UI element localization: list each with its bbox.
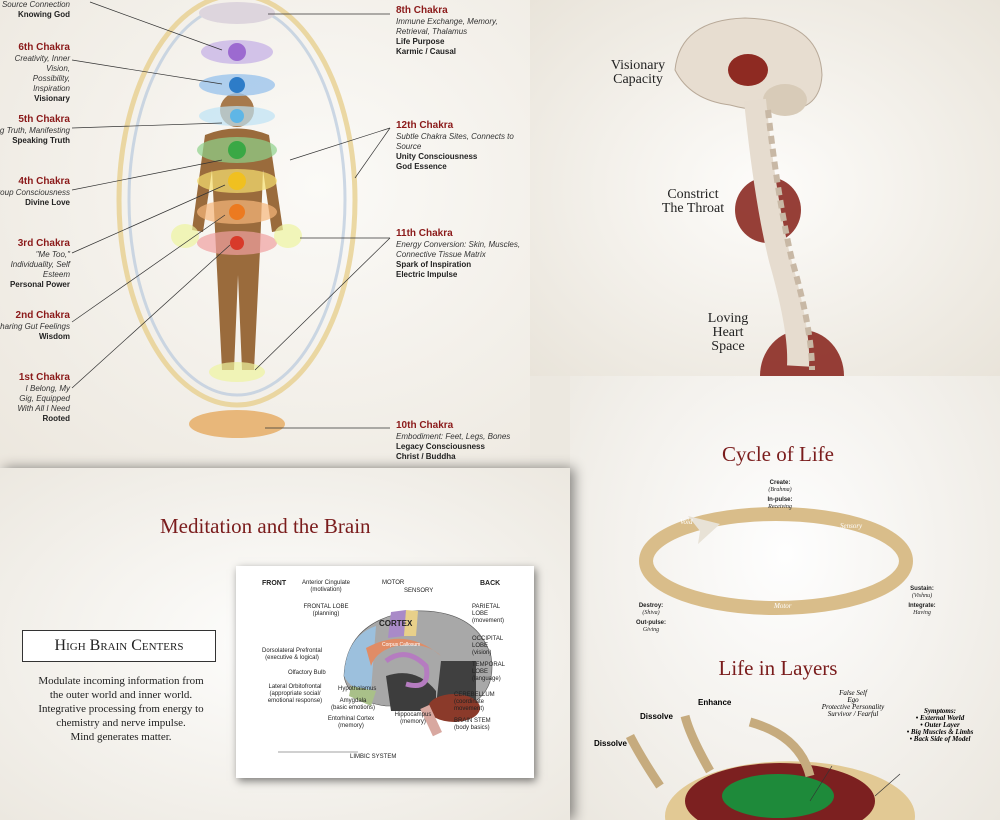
core-layer	[722, 774, 834, 818]
cycle-layers-panel: Cycle of Life Create:(Brahma)In-pulse:Re…	[570, 376, 1000, 820]
spine-panel: Visionary Capacity Constrict The Throat …	[530, 0, 1000, 376]
chakra-figure	[71, 0, 391, 438]
layers-title: Life in Layers	[718, 656, 838, 680]
chakra-label-3rd: 3rd Chakra"Me Too," Individuality, Self …	[9, 238, 70, 289]
cycle-title: Cycle of Life	[722, 442, 834, 466]
label-corpus-callosum: Corpus Callosum	[382, 642, 421, 648]
label-constrict-throat: Constrict The Throat	[661, 187, 725, 216]
label-anterior-cingulate: Anterior Cingulate(motivation)	[301, 580, 351, 593]
label-temporal: TEMPORAL LOBE(language)	[472, 662, 505, 682]
label-dorsolateral: Dorsolateral Prefrontal(executive & logi…	[261, 648, 323, 661]
label-cerebellum: CEREBELLUM(coordinate movement)	[454, 692, 495, 712]
arc-void: Void	[680, 518, 693, 526]
label-cortex: CORTEX	[379, 619, 413, 628]
label-visionary-capacity: Visionary Capacity	[610, 58, 666, 87]
label-entorhinal: Entorhinal Cortex(memory)	[327, 716, 375, 729]
label-parietal: PARIETAL LOBE(movement)	[472, 604, 505, 624]
label-amygdala: Amygdala(basic emotions)	[330, 698, 375, 711]
label-hypothalamus: Hypothalamus	[338, 686, 377, 692]
label-frontal-lobe: FRONTAL LOBE(planning)	[303, 604, 349, 617]
label-motor: MOTOR	[382, 580, 405, 586]
label-sensory: SENSORY	[404, 588, 434, 594]
arc-sensory: Sensory	[840, 522, 863, 530]
label-hippocampus: Hippocampus(memory)	[394, 712, 432, 725]
label-front: FRONT	[262, 580, 287, 587]
high-brain-centers-box: High Brain Centers	[22, 630, 216, 662]
label-limbic-system: LIMBIC SYSTEM	[350, 754, 397, 760]
label-brain-stem: BRAIN STEM(body basics)	[454, 718, 491, 731]
cycle-diagram	[625, 507, 915, 820]
cycle-destroy: Destroy:(Shiva)Out-pulse:Giving	[636, 603, 666, 633]
chakra-label-5th: 5th ChakraSpeaking Truth, ManifestingSpe…	[0, 114, 70, 145]
meditation-title: Meditation and the Brain	[160, 514, 371, 538]
arc-motor: Motor	[774, 602, 792, 610]
brain-spine-illustration	[674, 17, 844, 376]
cycle-sustain: Sustain:(Vishnu)Integrate:Having	[908, 586, 936, 616]
label-enhance: Enhance	[698, 698, 732, 707]
label-occipital: OCCIPITAL LOBE(vision)	[472, 636, 504, 656]
label-back: BACK	[480, 580, 501, 587]
label-dissolve-2: Dissolve	[594, 739, 627, 748]
symptoms-list: Symptoms:• External World• Outer Layer• …	[906, 707, 974, 743]
brain-diagram-card: FRONT BACK Anterior Cingulate(motivation…	[236, 566, 534, 778]
label-olfactory: Olfactory Bulb	[288, 670, 326, 676]
brain-diagram	[278, 610, 493, 753]
label-loving-heart-space: Loving Heart Space	[707, 311, 749, 354]
meditation-panel: Meditation and the Brain High Brain Cent…	[0, 468, 570, 820]
label-lateral-orbitofrontal: Lateral Orbitofrontal(appropriate social…	[267, 684, 323, 704]
label-dissolve-1: Dissolve	[640, 712, 673, 721]
cycle-create: Create:(Brahma)In-pulse:Receiving	[767, 480, 793, 510]
